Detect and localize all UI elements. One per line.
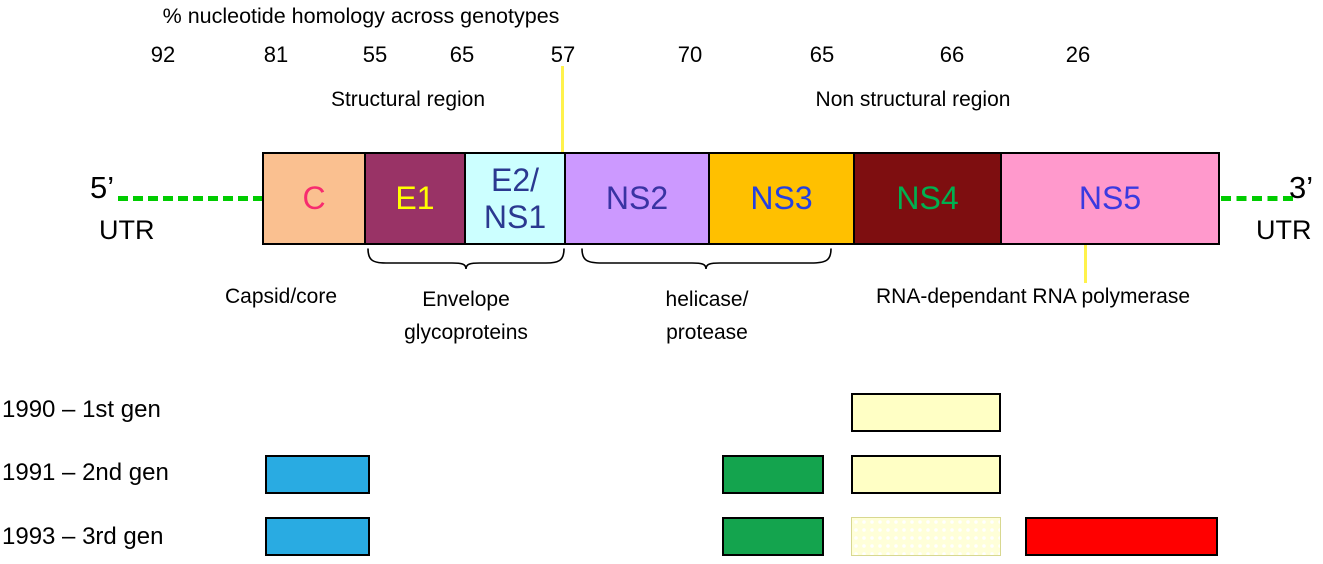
assay-box-1991-ns4	[851, 455, 1001, 494]
timeline-1993-label: 1993 – 3rd gen	[2, 523, 164, 550]
assay-box-1991-ns3	[722, 455, 824, 494]
envelope-glycoproteins-label: Envelope glycoproteins	[404, 288, 528, 344]
segment-ns5: NS5	[1002, 152, 1220, 245]
homology-value-c: 81	[263, 42, 289, 67]
rna-polymerase-label: RNA-dependant RNA polymerase	[876, 285, 1190, 308]
homology-value-e2: 65	[449, 42, 475, 67]
segment-e2-ns1-label: E2/ NS1	[483, 161, 547, 235]
segment-e2-ns1: E2/ NS1	[466, 152, 566, 245]
segment-e1-label: E1	[395, 180, 435, 216]
homology-value-ns3: 65	[809, 42, 835, 67]
assay-box-1993-core	[265, 517, 370, 556]
assay-box-1993-ns4-dotted	[851, 517, 1001, 556]
homology-value-utr: 92	[150, 42, 176, 67]
homology-value-ns2: 70	[677, 42, 703, 67]
genome-bar: C E1 E2/ NS1 NS2 NS3 NS4 NS5	[262, 152, 1220, 245]
five-prime-utr-dashed-line	[118, 196, 263, 201]
utr-right-label: UTR	[1256, 215, 1312, 245]
three-prime-utr-dashed-line	[1221, 196, 1293, 201]
segment-ns2-label: NS2	[605, 180, 669, 216]
homology-57-marker-line	[561, 66, 564, 152]
homology-value-ns4: 66	[939, 42, 965, 67]
segment-ns2: NS2	[566, 152, 710, 245]
segment-ns4-label: NS4	[896, 180, 959, 216]
non-structural-region-label: Non structural region	[815, 88, 1011, 111]
homology-value-e2ns1: 57	[550, 42, 576, 67]
segment-ns4: NS4	[855, 152, 1002, 245]
timeline-1990-label: 1990 – 1st gen	[2, 396, 161, 423]
segment-ns5-label: NS5	[1078, 180, 1142, 216]
helicase-protease-label: helicase/ protease	[665, 288, 749, 344]
segment-e1: E1	[366, 152, 466, 245]
assay-box-1993-ns5	[1025, 517, 1218, 556]
envelope-brace-icon	[367, 248, 565, 270]
five-prime-label: 5’	[90, 170, 115, 205]
three-prime-label: 3’	[1289, 170, 1314, 205]
segment-ns3: NS3	[710, 152, 855, 245]
capsid-core-label: Capsid/core	[224, 285, 338, 308]
segment-c: C	[262, 152, 366, 245]
assay-box-1990-ns4	[851, 393, 1001, 432]
homology-value-e1: 55	[362, 42, 388, 67]
segment-ns3-label: NS3	[750, 180, 813, 216]
timeline-1991-label: 1991 – 2nd gen	[2, 459, 169, 486]
assay-box-1991-core	[265, 455, 370, 494]
assay-box-1993-ns3	[722, 517, 824, 556]
segment-c-label: C	[302, 180, 326, 216]
helicase-brace-icon	[581, 248, 832, 270]
diagram-title: % nucleotide homology across genotypes	[162, 4, 560, 28]
homology-value-ns5: 26	[1065, 42, 1091, 67]
structural-region-label: Structural region	[330, 88, 486, 111]
utr-left-label: UTR	[99, 215, 155, 245]
ns5-marker-line	[1084, 245, 1087, 283]
